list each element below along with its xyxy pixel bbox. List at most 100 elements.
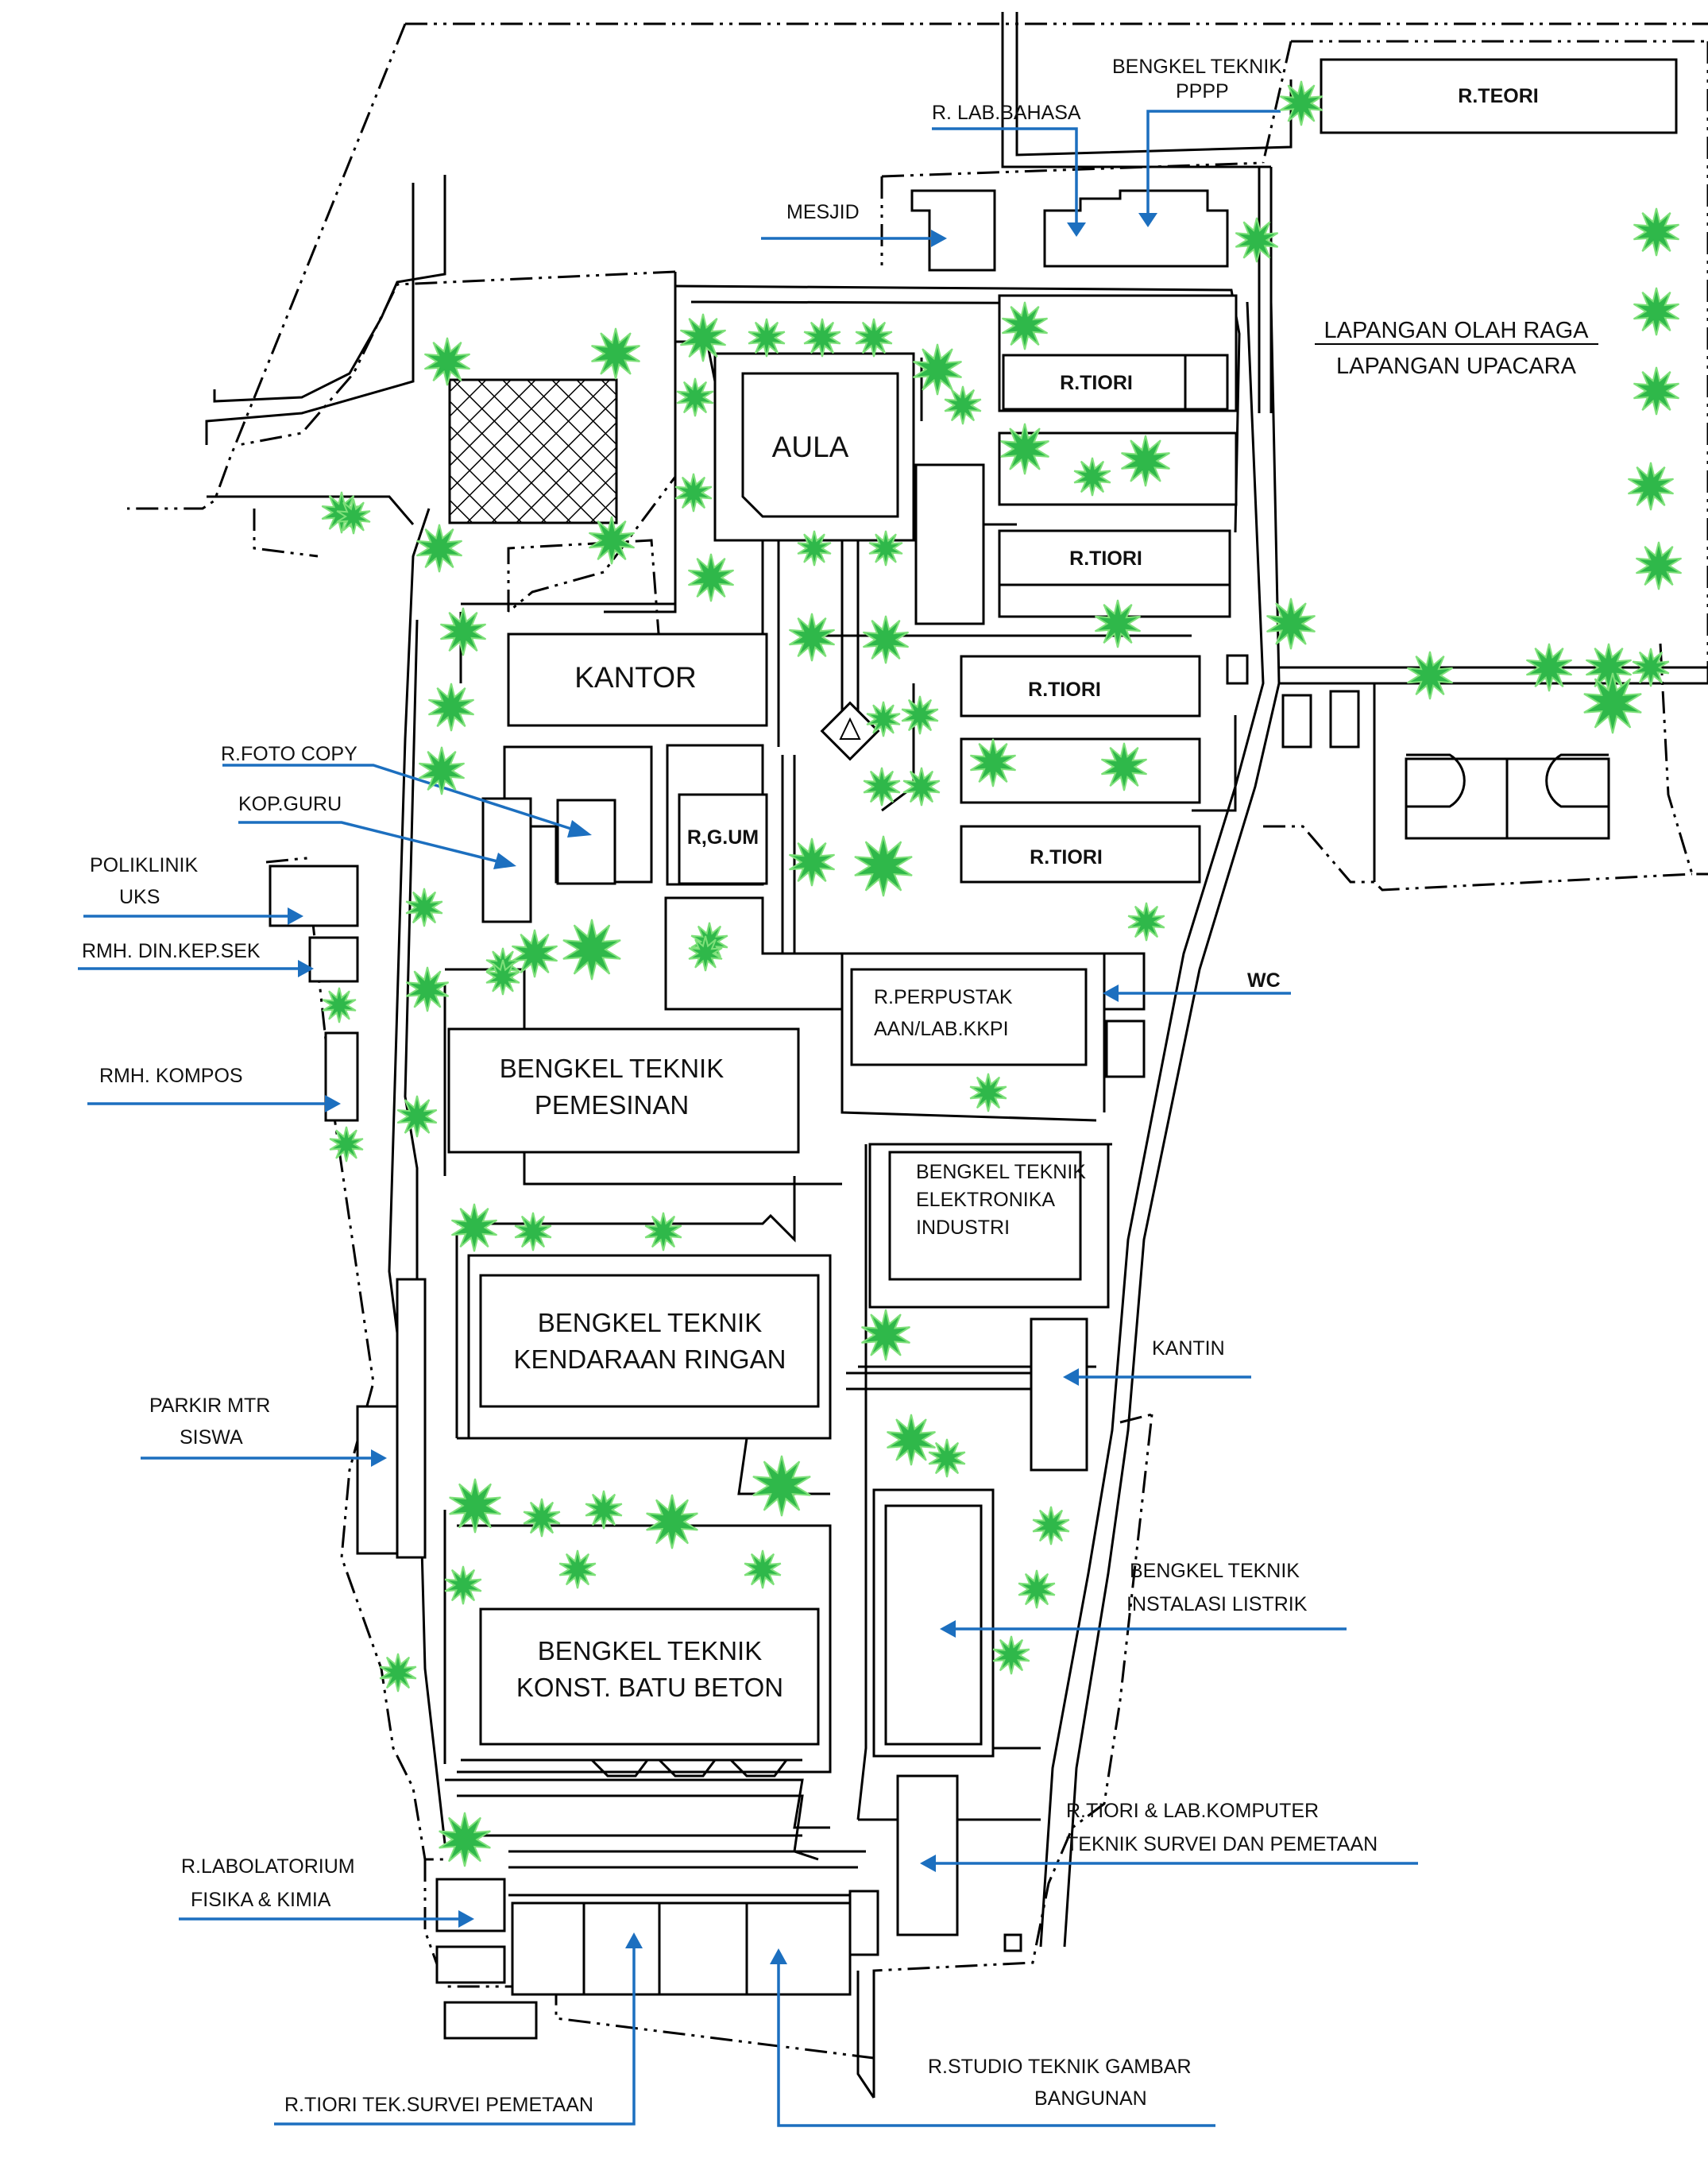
tree-icon bbox=[901, 695, 939, 735]
tree-icon bbox=[676, 377, 714, 417]
label-foto-copy: R.FOTO COPY bbox=[221, 743, 357, 765]
tree-icon bbox=[646, 1494, 698, 1549]
tree-icon bbox=[449, 1478, 501, 1534]
label-lab-fisika-2: FISIKA & KIMIA bbox=[191, 1889, 331, 1911]
tree-icon bbox=[928, 1438, 966, 1478]
tree-icon bbox=[752, 1455, 811, 1517]
label-wc: WC bbox=[1247, 969, 1281, 992]
label-lapangan-olahraga: LAPANGAN OLAH RAGA bbox=[1324, 318, 1589, 343]
building-lab-bahasa bbox=[1043, 189, 1229, 268]
tree-icon bbox=[644, 1212, 682, 1251]
label-mesjid: MESJID bbox=[786, 201, 860, 223]
tree-icon bbox=[1633, 207, 1680, 257]
tree-icon bbox=[588, 516, 636, 565]
tree-icon bbox=[887, 1414, 936, 1466]
tree-icon bbox=[913, 343, 962, 396]
tree-icon bbox=[450, 1203, 498, 1252]
label-perpus-1: R.PERPUSTAK bbox=[874, 986, 1013, 1008]
tree-icon bbox=[427, 683, 475, 732]
tree-icon bbox=[396, 1095, 438, 1138]
tree-icon bbox=[415, 524, 463, 573]
building-parkir-2 bbox=[396, 1278, 427, 1559]
building-mesjid bbox=[910, 189, 996, 272]
building-lab-fisika bbox=[435, 1878, 506, 1932]
tree-icon bbox=[523, 1498, 561, 1538]
tree-icon bbox=[1525, 643, 1573, 692]
tree-icon bbox=[1627, 462, 1675, 511]
building-kantor bbox=[507, 633, 768, 727]
tree-icon bbox=[854, 835, 913, 897]
label-elektronika-2: ELEKTRONIKA bbox=[916, 1189, 1055, 1211]
label-lab-bahasa: R. LAB.BAHASA bbox=[932, 102, 1081, 124]
tree-icon bbox=[944, 385, 982, 425]
label-parkir-1: PARKIR MTR bbox=[149, 1395, 270, 1417]
building-bottom-row bbox=[511, 1901, 852, 1996]
tree-icon bbox=[797, 530, 832, 567]
tree-icon bbox=[788, 613, 836, 662]
field-labels: LAPANGAN OLAH RAGA LAPANGAN UPACARA bbox=[1315, 318, 1598, 379]
tree-icon bbox=[1100, 742, 1148, 791]
building-pemesinan bbox=[447, 1027, 800, 1154]
tree-icon bbox=[1632, 648, 1670, 687]
tree-icon bbox=[1094, 599, 1142, 648]
tree-icon bbox=[688, 935, 723, 972]
callout-labels: BENGKEL TEKNIK PPPP R. LAB.BAHASA MESJID… bbox=[82, 56, 1378, 2116]
label-elektronika-3: INDUSTRI bbox=[916, 1217, 1010, 1239]
label-kendaraan-2: KENDARAAN RINGAN bbox=[514, 1344, 786, 1374]
tree-icon bbox=[1032, 1506, 1070, 1545]
tree-icon bbox=[1406, 651, 1454, 700]
tree-icon bbox=[861, 1309, 910, 1361]
label-poliklinik-1: POLIKLINIK bbox=[90, 854, 198, 876]
label-lab-komputer-1: R.TIORI & LAB.KOMPUTER bbox=[1066, 1800, 1319, 1822]
label-r-teori: R.TEORI bbox=[1458, 85, 1538, 107]
tree-icon bbox=[1000, 423, 1049, 475]
tree-icon bbox=[405, 888, 443, 927]
building-wc-2 bbox=[1105, 1019, 1146, 1078]
label-instalasi-2: INSTALASI LISTRIK bbox=[1126, 1593, 1308, 1615]
building-kendaraan-ringan bbox=[479, 1274, 820, 1408]
tree-icon bbox=[902, 767, 941, 807]
road-lines bbox=[205, 12, 1708, 2099]
hatched-area bbox=[448, 378, 618, 524]
label-studio-1: R.STUDIO TEKNIK GAMBAR bbox=[928, 2056, 1192, 2078]
label-kantin: KANTIN bbox=[1152, 1337, 1225, 1360]
tree-icon bbox=[992, 1635, 1030, 1675]
court-left-block-2 bbox=[1329, 690, 1360, 749]
label-aula: AULA bbox=[772, 431, 849, 463]
building-perpustakaan bbox=[850, 968, 1088, 1066]
label-batu-beton-2: KONST. BATU BETON bbox=[516, 1673, 783, 1702]
label-lab-fisika-1: R.LABOLATORIUM bbox=[181, 1855, 355, 1878]
building-r-tiori-3 bbox=[960, 655, 1201, 718]
building-aula-annex bbox=[914, 463, 985, 625]
tree-icon bbox=[423, 337, 471, 386]
tree-icon bbox=[679, 313, 727, 362]
court-left-block-1 bbox=[1281, 694, 1312, 749]
label-tiori-survei: R.TIORI TEK.SURVEI PEMETAAN bbox=[284, 2094, 593, 2116]
building-aula-inner bbox=[741, 372, 899, 518]
tree-icon bbox=[803, 318, 841, 358]
label-lab-komputer-2: TEKNIK SURVEI DAN PEMETAAN bbox=[1066, 1833, 1378, 1855]
tree-icon bbox=[969, 1073, 1007, 1112]
tree-icon bbox=[1235, 217, 1279, 263]
tree-icon bbox=[1266, 598, 1316, 650]
tree-icon bbox=[336, 498, 371, 535]
tree-icon bbox=[418, 746, 466, 795]
label-lapangan-upacara: LAPANGAN UPACARA bbox=[1336, 354, 1577, 379]
tree-icon bbox=[863, 767, 901, 807]
tree-icon bbox=[674, 473, 713, 513]
label-r-tiori-3: R.TIORI bbox=[1028, 679, 1101, 701]
tree-icon bbox=[444, 1565, 482, 1605]
tree-icon bbox=[788, 838, 836, 887]
tree-icon bbox=[514, 1212, 552, 1251]
tree-icon bbox=[868, 530, 903, 567]
label-r-tiori-1: R.TIORI bbox=[1060, 372, 1133, 394]
tree-icon bbox=[1001, 301, 1049, 350]
tree-icon bbox=[1633, 366, 1680, 416]
building-lab-komputer bbox=[896, 1774, 959, 1936]
label-studio-2: BANGUNAN bbox=[1034, 2087, 1147, 2110]
tree-icon bbox=[1073, 457, 1111, 497]
tree-icon bbox=[439, 607, 487, 656]
callout-arrows bbox=[78, 110, 1418, 2127]
tree-icon bbox=[866, 701, 901, 737]
tree-icon bbox=[379, 1653, 417, 1692]
